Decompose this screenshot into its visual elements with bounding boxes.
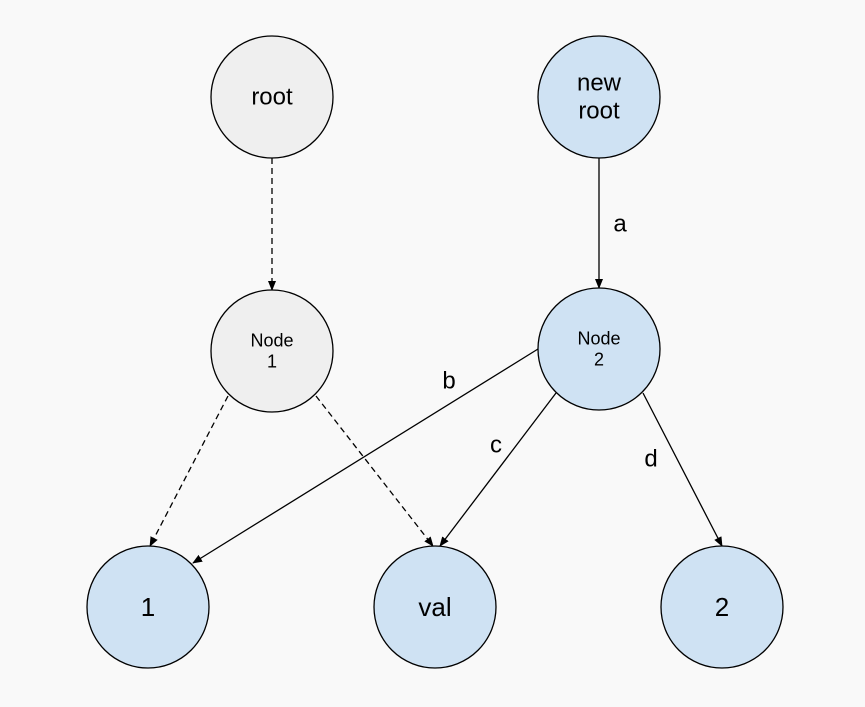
edge-label-node2-val: c xyxy=(490,432,502,459)
node-circle-root xyxy=(210,35,334,159)
edge-label-node2-leaf1: b xyxy=(442,368,455,395)
node-label-node2-line-1: 2 xyxy=(594,349,604,369)
node-circle-leaf-2 xyxy=(660,545,784,669)
node-circle-node1 xyxy=(210,289,334,413)
node-leaf-val: val xyxy=(373,545,497,669)
node-label-node2-line-0: Node xyxy=(577,329,620,349)
node-circle-new-root xyxy=(537,35,661,159)
node-circle-node2 xyxy=(537,287,661,411)
node-label-leaf-val-line-0: val xyxy=(418,592,451,622)
node-circle-leaf-val xyxy=(373,545,497,669)
node-label-new-root-line-1: root xyxy=(578,97,620,124)
edge-labels-layer: a b c d xyxy=(442,211,657,473)
edge-node1-val-dashed xyxy=(315,395,434,547)
edge-node2-leaf1-solid xyxy=(192,348,539,564)
edge-label-node2-leaf2: d xyxy=(644,446,657,473)
edges-layer xyxy=(149,158,723,564)
node-label-root-line-0: root xyxy=(251,84,293,111)
node-leaf-2: 2 xyxy=(660,545,784,669)
edge-label-newroot-node2: a xyxy=(613,211,627,238)
node-label-new-root-line-0: new xyxy=(577,70,622,97)
node-leaf-1: 1 xyxy=(86,545,210,669)
node-root: root xyxy=(210,35,334,159)
edge-node2-val-solid xyxy=(439,392,557,547)
edge-node2-leaf2-solid xyxy=(642,392,723,547)
node-label-node1-line-0: Node xyxy=(250,331,293,351)
node-label-leaf-1-line-0: 1 xyxy=(141,592,155,622)
edge-node1-leaf1-dashed xyxy=(149,395,229,547)
node-label-node1-line-1: 1 xyxy=(267,351,277,371)
node-label-leaf-2-line-0: 2 xyxy=(715,592,729,622)
node-circle-leaf-1 xyxy=(86,545,210,669)
